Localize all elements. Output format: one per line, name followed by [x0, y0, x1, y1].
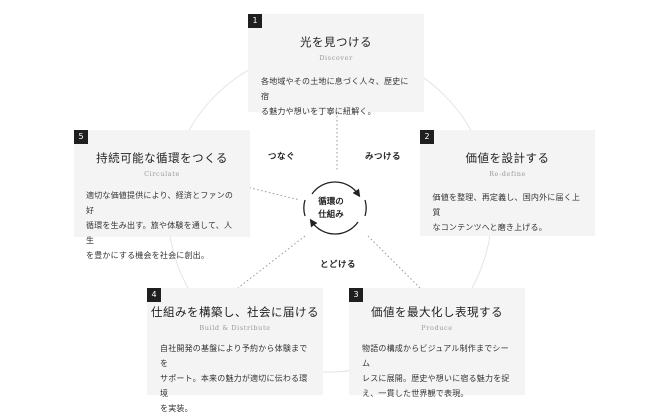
step-description-line: 各地域やその土地に息づく人々、歴史に宿: [261, 77, 409, 101]
center-arc-bottom: [309, 218, 359, 235]
step-subtitle: Build & Distribute: [199, 324, 271, 332]
step-subtitle: Produce: [421, 324, 453, 332]
spoke-deliver-left: [237, 235, 306, 289]
step-description: 価値を整理、再定義し、国内外に届く上質 なコンテンツへと磨き上げる。: [433, 190, 583, 235]
step-description: 適切な価値提供により、経済とファンの好 循環を生み出す。旅や体験を通して、人生 …: [86, 188, 238, 263]
step-description-line: る魅力や想いを丁寧に紐解く。: [261, 107, 376, 116]
step-card-circulate: 5 持続可能な循環をつくる Circulate 適切な価値提供により、経済とファ…: [74, 130, 250, 260]
step-description: 物語の構成からビジュアル制作までシーム レスに展開。歴史や想いに宿る魅力を捉 え…: [362, 341, 512, 401]
step-subtitle: Re-define: [489, 170, 526, 178]
step-description-line: サポート。本来の魅力が適切に伝わる環境: [160, 374, 308, 398]
center-label-line2: 仕組み: [318, 210, 344, 220]
center-arc-left: [303, 199, 306, 217]
step-description-line: レスに展開。歴史や想いに宿る魅力を捉: [362, 374, 510, 383]
edge-label-connect: つなぐ: [268, 152, 296, 162]
step-subtitle: Circulate: [144, 170, 180, 178]
step-description-line: 価値を整理、再定義し、国内外に届く上質: [432, 193, 581, 217]
step-description-line: え、一貫した世界観で表現。: [362, 389, 469, 398]
step-card-redefine: 2 価値を設計する Re-define 価値を整理、再定義し、国内外に届く上質 …: [420, 130, 595, 236]
step-description-line: 適切な価値提供により、経済とファンの好: [86, 191, 234, 215]
center-label-line1: 循環の: [318, 197, 344, 207]
step-card-build-distribute: 4 仕組みを構築し、社会に届ける Build & Distribute 自社開発…: [147, 288, 323, 413]
center-label: 循環の 仕組み: [309, 196, 353, 222]
step-description-line: 循環を生み出す。旅や体験を通して、人生: [86, 221, 233, 245]
cycle-diagram: 循環の 仕組み つなぐ みつける とどける 1 光を見つける Discover …: [74, 14, 595, 413]
step-card-discover: 1 光を見つける Discover 各地域やその土地に息づく人々、歴史に宿 る魅…: [248, 14, 424, 116]
center-arc-top: [311, 181, 361, 198]
step-description: 各地域やその土地に息づく人々、歴史に宿 る魅力や想いを丁寧に紐解く。: [261, 74, 411, 119]
center-arc-right: [364, 199, 367, 217]
step-description-line: を豊かにする機会を社会に創出。: [86, 251, 210, 260]
step-number-badge: 3: [349, 288, 363, 302]
step-title: 持続可能な循環をつくる: [96, 151, 228, 165]
step-description-line: なコンテンツへと磨き上げる。: [432, 223, 547, 232]
step-title: 価値を設計する: [465, 151, 550, 165]
step-number-badge: 5: [74, 130, 88, 144]
edge-label-find: みつける: [365, 152, 402, 162]
step-title: 光を見つける: [300, 35, 372, 49]
edge-label-deliver: とどける: [320, 260, 357, 270]
step-number-badge: 1: [248, 14, 262, 28]
step-title: 価値を最大化し表現する: [371, 305, 503, 319]
spoke-deliver-right: [367, 235, 421, 289]
step-number-badge: 2: [420, 130, 434, 144]
step-description-line: を実装。: [160, 404, 193, 413]
step-card-produce: 3 価値を最大化し表現する Produce 物語の構成からビジュアル制作までシー…: [349, 288, 525, 398]
step-description-line: 物語の構成からビジュアル制作までシーム: [362, 344, 509, 368]
step-title: 仕組みを構築し、社会に届ける: [151, 305, 319, 319]
step-subtitle: Discover: [319, 54, 353, 62]
step-number-badge: 4: [147, 288, 161, 302]
step-description-line: 自社開発の基盤により予約から体験までを: [160, 344, 308, 368]
